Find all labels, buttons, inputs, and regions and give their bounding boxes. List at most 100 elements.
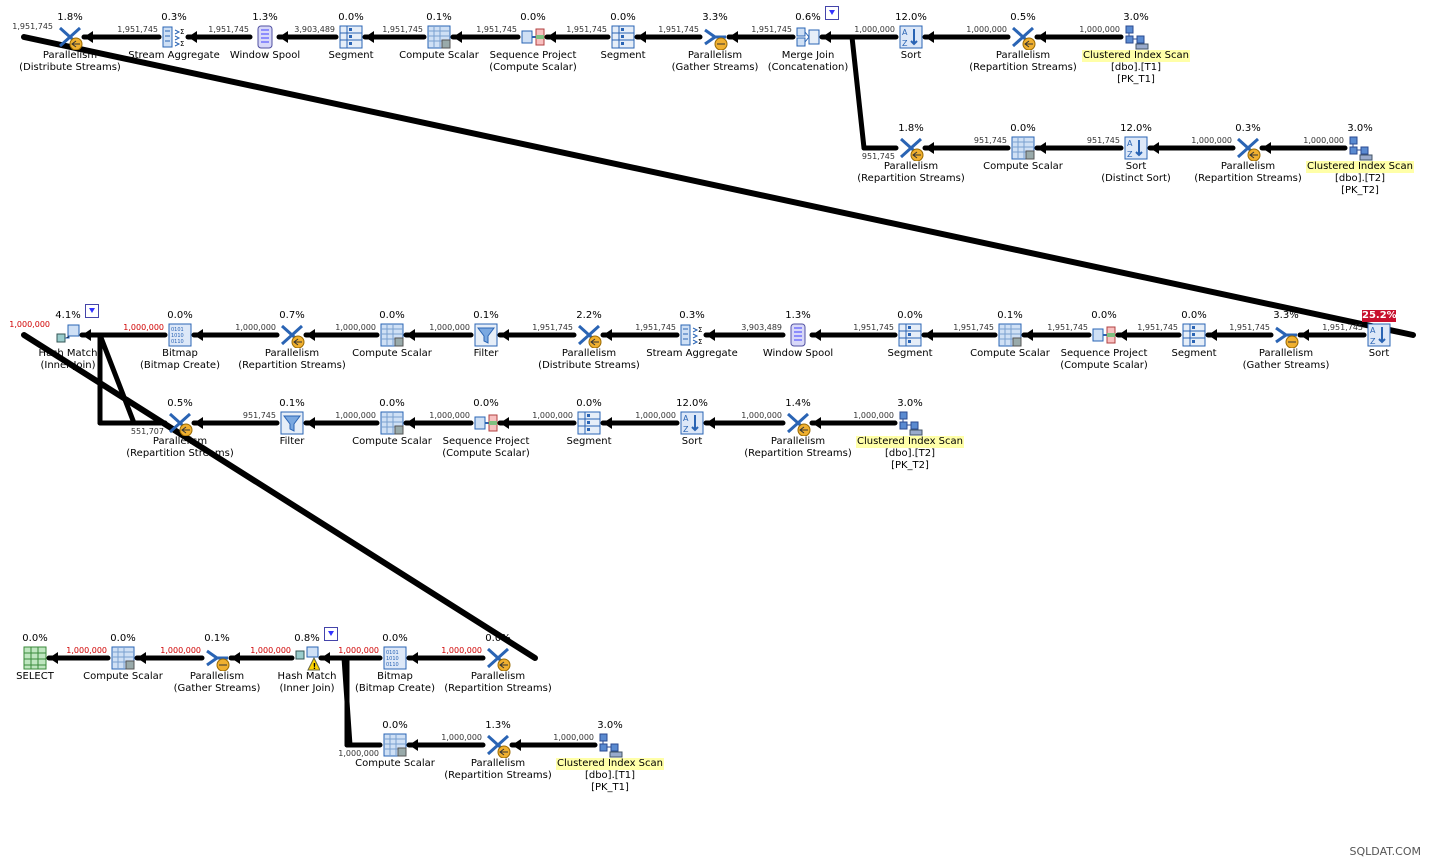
cost-percent: 0.1% — [473, 310, 499, 321]
cost-percent: 1.8% — [898, 123, 924, 134]
plan-operator-m11[interactable]: 0.0%Sequence Project(Compute Scalar) — [1049, 310, 1159, 372]
plan-operator-n6[interactable]: 0.0%Sequence Project(Compute Scalar) — [478, 12, 588, 74]
row-count-label: 1,000,000 — [335, 411, 376, 420]
plan-operator-m17[interactable]: 0.0%Compute Scalar — [337, 398, 447, 448]
row-count-label: 1,000,000 — [123, 323, 164, 332]
arrow-head — [1037, 142, 1046, 154]
arrow-head — [1150, 142, 1159, 154]
operator-sub: [dbo].[T1] — [584, 770, 636, 781]
plan-operator-n1[interactable]: 1.8%Parallelism(Distribute Streams) — [15, 12, 125, 74]
cost-percent: 0.0% — [382, 633, 408, 644]
operator-sub: [dbo].[T2] — [884, 448, 936, 459]
plan-operator-b7[interactable]: 0.0%Compute Scalar — [340, 720, 450, 770]
row-count-label: 1,000,000 — [9, 320, 50, 329]
arrow-head — [1037, 31, 1046, 43]
plan-operator-m16[interactable]: 0.1%Filter — [237, 398, 347, 448]
plan-operator-b2[interactable]: 0.0%Compute Scalar — [68, 633, 178, 683]
row-count-label: 951,745 — [242, 411, 276, 420]
plan-operator-n11[interactable]: 0.5%Parallelism(Repartition Streams) — [968, 12, 1078, 74]
expand-dropdown-icon[interactable] — [825, 6, 839, 20]
operator-label: Segment — [328, 50, 374, 61]
plan-operator-b9[interactable]: 3.0%Clustered Index Scan[dbo].[T1][PK_T1… — [555, 720, 665, 794]
cost-percent: 0.5% — [167, 398, 193, 409]
arrow-head — [406, 417, 415, 429]
plan-operator-b6[interactable]: 0.0%Parallelism(Repartition Streams) — [443, 633, 553, 695]
operator-label: Bitmap — [162, 348, 198, 359]
parallelism-gather-icon — [204, 645, 230, 671]
plan-operator-m18[interactable]: 0.0%Sequence Project(Compute Scalar) — [431, 398, 541, 460]
row-count-label: 3,903,489 — [741, 323, 782, 332]
arrow-head — [1208, 329, 1217, 341]
plan-operator-b4[interactable]: 0.8%!Hash Match(Inner Join) — [252, 633, 362, 695]
row-count-label: 1,951,745 — [566, 25, 607, 34]
plan-operator-n17[interactable]: 3.0%Clustered Index Scan[dbo].[T2][PK_T2… — [1305, 123, 1415, 197]
svg-text:Σ: Σ — [698, 326, 702, 334]
plan-operator-m4[interactable]: 0.0%Compute Scalar — [337, 310, 447, 360]
filter-icon — [279, 410, 305, 436]
parallelism-gather-icon — [702, 24, 728, 50]
plan-operator-m6[interactable]: 2.2%Parallelism(Distribute Streams) — [534, 310, 644, 372]
plan-operator-m10[interactable]: 0.1%Compute Scalar — [955, 310, 1065, 360]
plan-operator-m12[interactable]: 0.0%Segment — [1139, 310, 1249, 360]
cost-percent: 0.0% — [1091, 310, 1117, 321]
row-count-label: 1,000,000 — [250, 646, 291, 655]
plan-operator-m22[interactable]: 3.0%Clustered Index Scan[dbo].[T2][PK_T2… — [855, 398, 965, 472]
plan-operator-n13[interactable]: 1.8%Parallelism(Repartition Streams) — [856, 123, 966, 185]
plan-operator-m9[interactable]: 0.0%Segment — [855, 310, 965, 360]
expand-dropdown-icon[interactable] — [85, 304, 99, 318]
operator-label: Merge Join — [781, 50, 835, 61]
operator-sub2: [PK_T1] — [1117, 74, 1155, 85]
plan-operator-m21[interactable]: 1.4%Parallelism(Repartition Streams) — [743, 398, 853, 460]
row-count-label: 1,951,745 — [1137, 323, 1178, 332]
plan-operator-n3[interactable]: 1.3%Window Spool — [210, 12, 320, 62]
operator-sub: (Gather Streams) — [671, 62, 759, 73]
filter-icon — [473, 322, 499, 348]
plan-operator-n9[interactable]: 0.6%Merge Join(Concatenation) — [753, 12, 863, 74]
operator-label: Sort — [1125, 161, 1147, 172]
plan-operator-b8[interactable]: 1.3%Parallelism(Repartition Streams) — [443, 720, 553, 782]
plan-operator-m1[interactable]: 4.1%Hash Match(Inner Join) — [13, 310, 123, 372]
plan-operator-n8[interactable]: 3.3%Parallelism(Gather Streams) — [660, 12, 770, 74]
plan-operator-m3[interactable]: 0.7%Parallelism(Repartition Streams) — [237, 310, 347, 372]
operator-label: Hash Match — [277, 671, 337, 682]
plan-operator-n7[interactable]: 0.0%Segment — [568, 12, 678, 62]
plan-operator-m15[interactable]: 0.5%Parallelism(Repartition Streams) — [125, 398, 235, 460]
compute-scalar-icon — [379, 410, 405, 436]
row-count-label: 1,951,745 — [208, 25, 249, 34]
row-count-label: 1,000,000 — [429, 411, 470, 420]
svg-text:Z: Z — [902, 39, 908, 48]
plan-operator-n5[interactable]: 0.1%Compute Scalar — [384, 12, 494, 62]
arrow-head — [1024, 329, 1033, 341]
operator-label: Stream Aggregate — [646, 348, 738, 359]
plan-operator-b3[interactable]: 0.1%Parallelism(Gather Streams) — [162, 633, 272, 695]
svg-text:Σ: Σ — [698, 338, 702, 346]
operator-sub: (Repartition Streams) — [126, 448, 234, 459]
plan-operator-n16[interactable]: 0.3%Parallelism(Repartition Streams) — [1193, 123, 1303, 185]
plan-operator-n14[interactable]: 0.0%Compute Scalar — [968, 123, 1078, 173]
plan-operator-m8[interactable]: 1.3%Window Spool — [743, 310, 853, 360]
arrow-head — [925, 142, 934, 154]
expand-dropdown-icon[interactable] — [324, 627, 338, 641]
plan-operator-n12[interactable]: 3.0%Clustered Index Scan[dbo].[T1][PK_T1… — [1081, 12, 1191, 86]
plan-operator-m13[interactable]: 3.3%Parallelism(Gather Streams) — [1231, 310, 1341, 372]
cost-percent: 0.5% — [1010, 12, 1036, 23]
cost-percent: 0.8% — [294, 633, 320, 644]
row-count-label: 1,000,000 — [1191, 136, 1232, 145]
row-count-label: 1,951,745 — [751, 25, 792, 34]
plan-operator-m5[interactable]: 0.1%Filter — [431, 310, 541, 360]
cost-percent: 0.1% — [997, 310, 1023, 321]
plan-operator-m19[interactable]: 0.0%Segment — [534, 398, 644, 448]
cost-percent: 1.4% — [785, 398, 811, 409]
operator-label: Window Spool — [229, 50, 301, 61]
plan-operator-b1[interactable]: 0.0%SELECT — [0, 633, 90, 683]
plan-operator-n4[interactable]: 0.0%Segment — [296, 12, 406, 62]
